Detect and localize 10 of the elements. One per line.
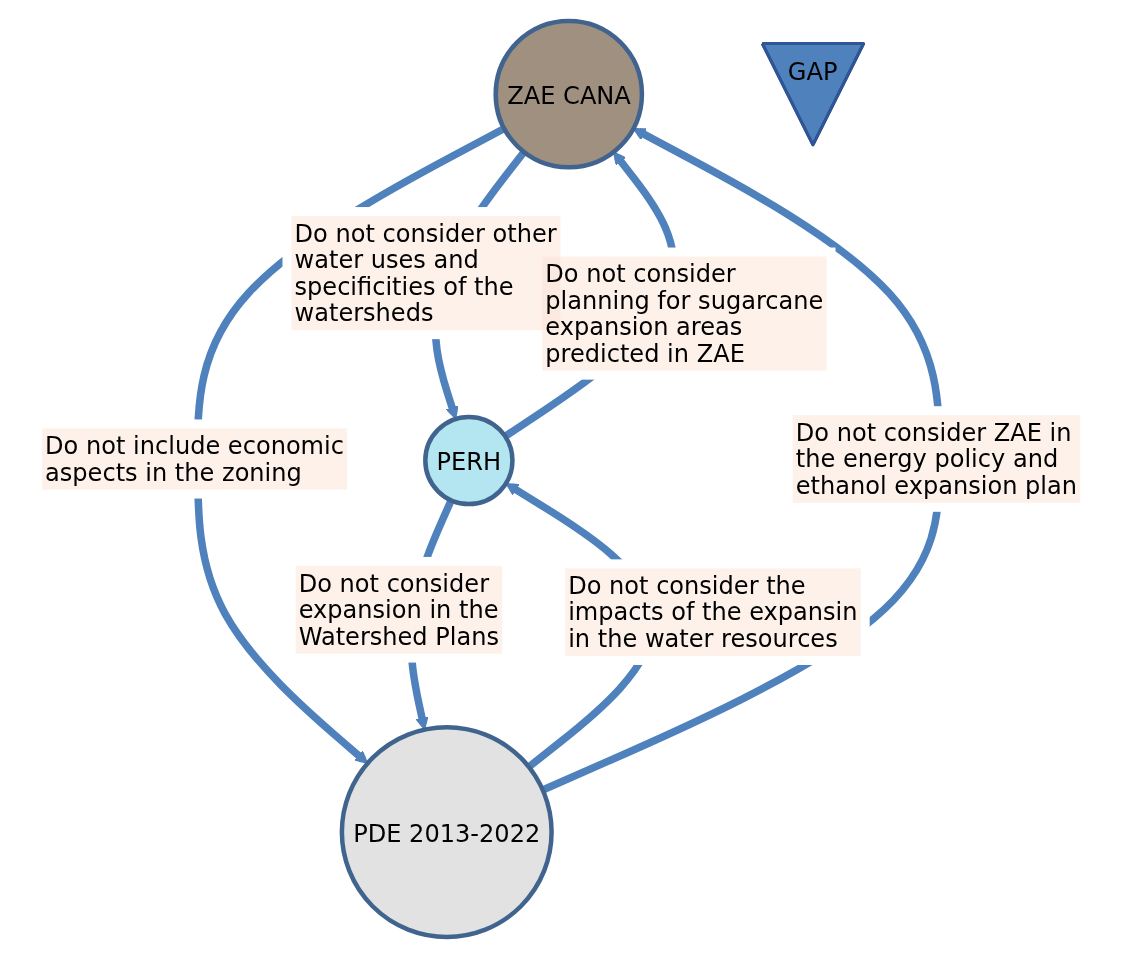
node-circle: PDE 2013-2022 xyxy=(339,725,554,940)
edge-label: Do not consider the impacts of the expansin in the water resources xyxy=(568,571,858,653)
edge-label: Do not consider expansion in the Watershed Plans xyxy=(298,569,499,651)
node-circle: PERH xyxy=(422,414,515,507)
arrow xyxy=(503,151,678,440)
arrow xyxy=(431,149,527,420)
edge-label: Do not include economic aspects in the zoning xyxy=(44,432,344,487)
node-circle: ZAE CANA xyxy=(493,18,645,170)
edge-label: Do not consider planning for sugarcane expansion areas predicted in ZAE xyxy=(545,260,824,368)
edge-label: Do not consider ZAE in the energy policy and ethanol expansion plan xyxy=(795,418,1077,500)
